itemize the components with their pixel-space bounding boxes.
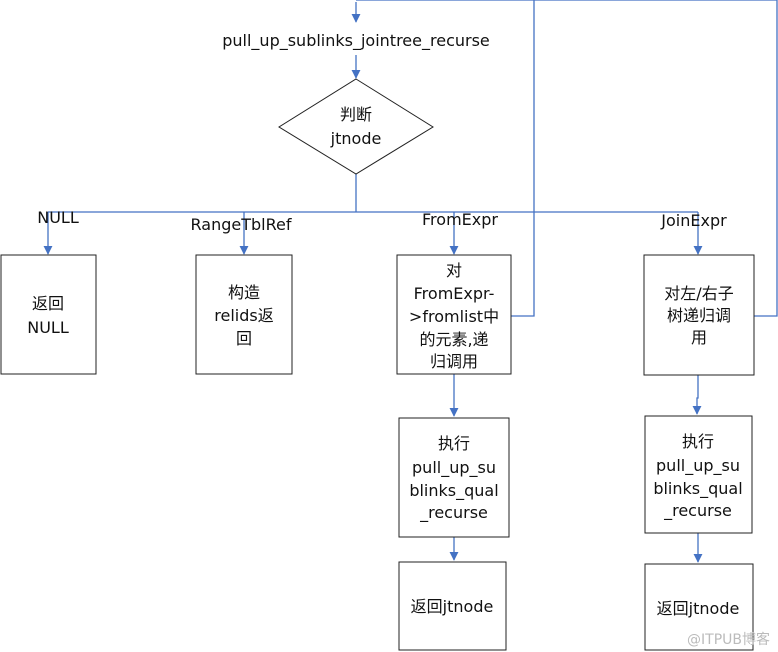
joinexpr-qual-box	[644, 415, 753, 534]
fromexpr-qual-line-4: _recurse	[419, 503, 488, 523]
rangetblref-box	[195, 254, 293, 375]
return-null-box	[0, 254, 97, 375]
joinexpr-qual-line-3: blinks_qual	[653, 479, 742, 499]
start-function-label: pull_up_sublinks_jointree_recurse	[222, 31, 490, 51]
return-null-line-2: NULL	[27, 318, 69, 337]
edge-joinexpr-to-qual	[692, 375, 702, 415]
edge-label-rangetblref: RangeTblRef	[191, 215, 292, 234]
decision-diamond	[278, 78, 434, 175]
joinexpr-qual-line-1: 执行	[682, 432, 714, 451]
fromexpr-qual-line-3: blinks_qual	[409, 481, 498, 501]
return-null-line-1: 返回	[32, 294, 64, 313]
fromexpr-line-5: 归调用	[430, 352, 478, 371]
joinexpr-line-3: 用	[691, 328, 707, 347]
fromexpr-qual-line-1: 执行	[438, 434, 470, 453]
fromexpr-return-box	[398, 561, 507, 651]
watermark-label: @ITPUB博客	[687, 631, 770, 648]
decision-label-line-1: 判断	[340, 105, 372, 124]
fromexpr-qual-box	[398, 417, 510, 538]
fromexpr-line-3: >fromlist中	[409, 307, 499, 326]
fromexpr-return-label: 返回jtnode	[411, 597, 494, 616]
fromexpr-line-2: FromExpr-	[414, 284, 495, 303]
rangetblref-line-1: 构造	[228, 283, 260, 302]
joinexpr-return-box	[644, 563, 754, 651]
joinexpr-qual-line-2: pull_up_su	[656, 456, 740, 476]
edge-joinexpr-recursion-loop	[534, 0, 778, 317]
fromexpr-line-1: 对	[446, 261, 462, 280]
joinexpr-return-label: 返回jtnode	[657, 599, 740, 618]
rangetblref-line-3: 回	[236, 329, 252, 348]
edge-label-fromexpr: FromExpr	[422, 210, 498, 229]
edge-fromexpr-recursion-loop	[356, 0, 535, 317]
edge-label-joinexpr: JoinExpr	[660, 211, 727, 230]
joinexpr-line-1: 对左/右子	[664, 284, 733, 303]
fromexpr-box	[396, 254, 512, 375]
decision-label-line-2: jtnode	[330, 129, 382, 148]
rangetblref-line-2: relids返	[214, 306, 273, 325]
joinexpr-qual-line-4: _recurse	[663, 501, 732, 521]
joinexpr-box	[643, 254, 755, 376]
fromexpr-qual-line-2: pull_up_su	[412, 458, 496, 478]
edge-label-null: NULL	[37, 208, 79, 227]
fromexpr-line-4: 的元素,递	[419, 330, 488, 349]
joinexpr-line-2: 树递归调	[667, 306, 731, 325]
